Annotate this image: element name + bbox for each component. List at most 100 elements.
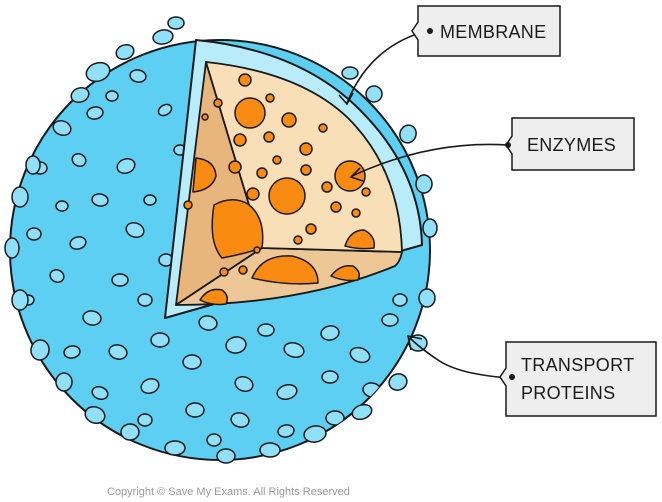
transport-arrowhead-icon: [406, 334, 423, 351]
enzyme: [246, 187, 260, 201]
enzyme-back-right: [344, 229, 376, 250]
enzyme: [351, 208, 361, 218]
enzyme: [238, 73, 252, 87]
enzyme-floor-large: [251, 255, 319, 285]
protein-bump-edge: [120, 423, 140, 441]
membrane-label-text: MEMBRANE: [440, 22, 546, 42]
enzymes-label-dot: [505, 142, 511, 148]
protein-bump-edge: [341, 66, 359, 80]
enzyme: [281, 112, 297, 128]
protein-bump: [381, 313, 399, 327]
protein-bump: [157, 103, 173, 117]
enzyme: [305, 223, 317, 235]
protein-bump-edge: [85, 61, 111, 83]
protein-bump: [325, 410, 345, 426]
protein-bump: [349, 346, 371, 364]
enzyme: [263, 131, 275, 143]
protein-bump: [137, 293, 153, 307]
protein-bump-edge: [115, 43, 135, 61]
enzymes-label-box: [505, 117, 635, 171]
enzymes-group: [183, 73, 376, 306]
enzyme: [272, 155, 282, 165]
protein-bump: [69, 236, 87, 250]
protein-bump: [198, 315, 218, 331]
protein-bump: [234, 375, 254, 393]
transport-proteins-label: TRANSPORT PROTEINS: [406, 334, 657, 417]
enzyme-floor-right: [330, 264, 360, 282]
enzymes-label-text: ENZYMES: [527, 135, 616, 155]
enzymes-arrow: [351, 143, 509, 177]
protein-bump: [116, 157, 136, 175]
protein-bump-edge: [164, 440, 186, 456]
protein-bump: [206, 433, 222, 447]
protein-bump-edge: [415, 174, 433, 194]
protein-bump: [182, 354, 202, 370]
enzyme: [201, 113, 209, 121]
enzyme: [268, 177, 306, 215]
protein-bump-edge: [259, 442, 281, 458]
protein-bump: [257, 323, 275, 337]
protein-bump-edge: [152, 29, 174, 45]
transport-arrow: [409, 337, 513, 379]
protein-bump: [108, 344, 128, 360]
enzyme: [318, 123, 328, 133]
protein-bump: [185, 402, 205, 418]
enzyme: [233, 133, 247, 147]
protein-bump-edge: [167, 16, 185, 30]
enzyme: [256, 167, 268, 179]
enzyme: [183, 200, 193, 210]
protein-bump-edge: [70, 86, 90, 104]
protein-bump: [111, 273, 129, 287]
protein-bump: [277, 424, 295, 438]
protein-bump-edge: [30, 339, 50, 361]
protein-bump-edge: [25, 155, 41, 175]
protein-bump: [129, 69, 147, 83]
protein-bump: [91, 385, 109, 401]
protein-bump-edge: [351, 403, 373, 421]
protein-bump: [143, 194, 157, 206]
protein-bump: [105, 90, 119, 102]
enzyme: [228, 160, 242, 174]
protein-bump: [86, 106, 104, 120]
enzyme-left-wall: [192, 157, 217, 193]
enzyme: [299, 142, 313, 156]
protein-bump: [321, 370, 339, 384]
protein-bump: [63, 345, 81, 359]
protein-bump: [140, 377, 160, 395]
membrane-label-dot: [427, 28, 433, 34]
enzyme: [330, 201, 342, 213]
protein-bump-edge: [84, 405, 106, 425]
transport-label-dot: [509, 374, 515, 380]
protein-bump: [52, 119, 72, 137]
protein-bump-edge: [11, 289, 29, 311]
protein-bump-edge: [11, 186, 29, 208]
protein-bump: [125, 221, 145, 239]
protein-bump: [230, 412, 250, 428]
enzyme-floor-small: [199, 288, 229, 306]
membrane-label-box: [411, 5, 561, 57]
enzyme: [321, 181, 333, 193]
protein-bump-edge: [399, 124, 417, 144]
enzyme: [253, 246, 261, 254]
transport-label-text-line1: TRANSPORT: [521, 355, 634, 375]
protein-bump: [283, 342, 305, 358]
protein-bump: [91, 193, 109, 207]
membrane-arrowhead-icon: [338, 92, 354, 106]
protein-bump-edge: [303, 425, 327, 443]
enzyme: [234, 97, 266, 129]
copyright-notice: Copyright © Save My Exams. All Rights Re…: [107, 486, 350, 498]
protein-bump: [137, 413, 153, 427]
protein-bump: [82, 310, 102, 326]
enzymes-label: ENZYMES: [349, 117, 635, 182]
enzyme: [334, 160, 366, 192]
protein-bump: [225, 336, 247, 354]
enzyme: [213, 98, 223, 108]
protein-bump-edge: [422, 218, 438, 238]
enzyme-large-corner: [211, 199, 264, 259]
protein-bump-edge: [55, 372, 73, 392]
protein-bump: [150, 332, 170, 348]
protein-bump: [71, 152, 87, 168]
protein-bump: [392, 293, 408, 307]
protein-bump-edge: [365, 85, 383, 103]
